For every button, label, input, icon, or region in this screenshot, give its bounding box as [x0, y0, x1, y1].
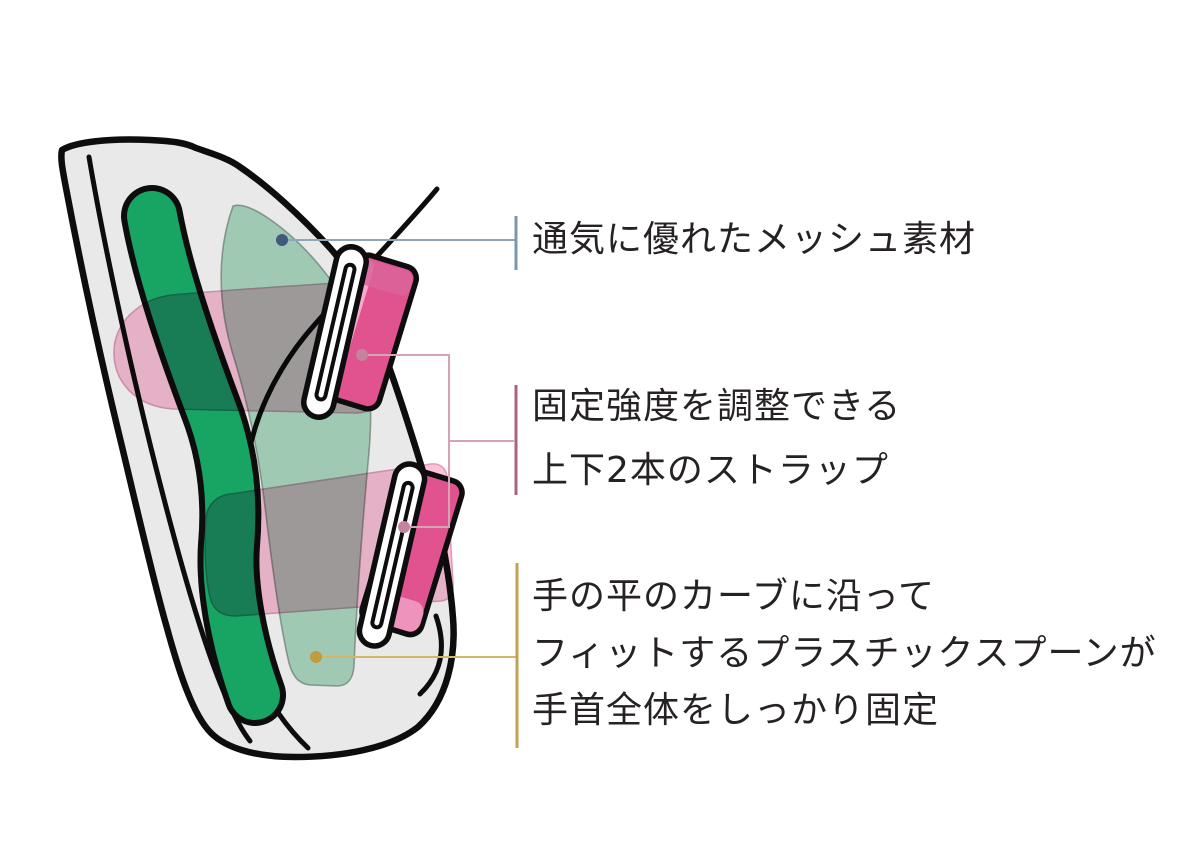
- leader-spoon-dot: [310, 651, 322, 663]
- lower-strap-tail: [417, 613, 444, 697]
- annotation-mesh: 通気に優れたメッシュ素材: [532, 210, 976, 270]
- leader-straps: [356, 349, 518, 533]
- lower-d-ring: [356, 461, 428, 649]
- upper-strap: [301, 244, 420, 420]
- annotation-mesh-line-1: 通気に優れたメッシュ素材: [532, 219, 977, 260]
- annotation-spoon-line-1: 手の平のカーブに沿って: [532, 576, 936, 617]
- leader-straps-dot-lower: [398, 521, 410, 533]
- leader-mesh-dot: [276, 234, 288, 246]
- annotation-straps-line-1: 固定強度を調整できる: [532, 386, 902, 427]
- annotation-straps-line-2: 上下2本のストラップ: [532, 450, 889, 491]
- lower-strap: [356, 461, 465, 697]
- annotation-straps: 固定強度を調整できる 上下2本のストラップ: [532, 375, 901, 503]
- upper-d-ring: [301, 244, 369, 420]
- leader-mesh: [276, 216, 518, 270]
- annotation-spoon: 手の平のカーブに沿って フィットするプラスチックスプーンが 手首全体をしっかり固…: [532, 568, 1157, 739]
- annotation-spoon-line-2: フィットするプラスチックスプーンが: [532, 633, 1157, 674]
- leader-straps-dot-upper: [356, 349, 368, 361]
- annotation-spoon-line-3: 手首全体をしっかり固定: [532, 690, 940, 731]
- leader-spoon: [310, 563, 519, 748]
